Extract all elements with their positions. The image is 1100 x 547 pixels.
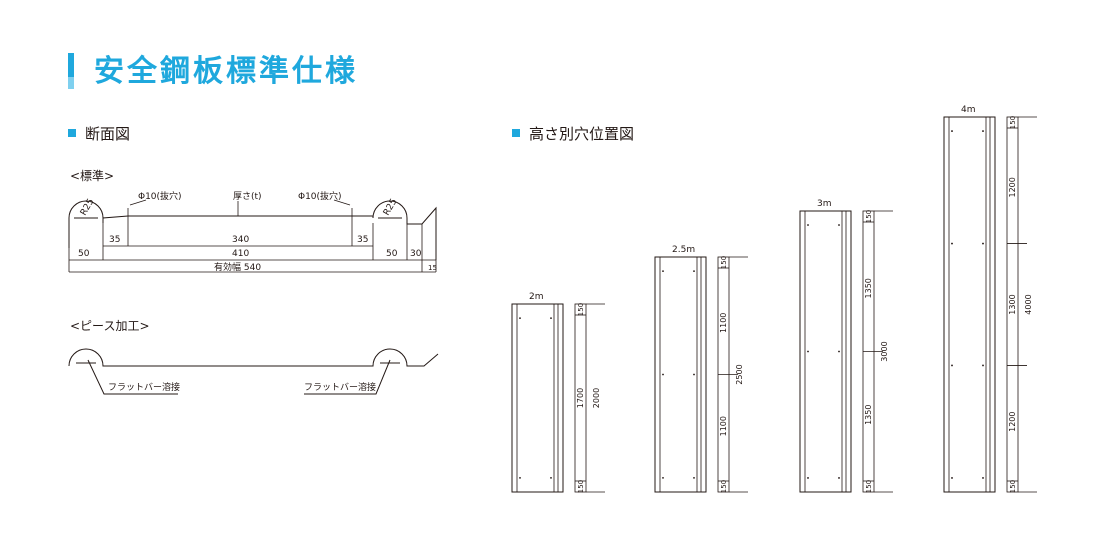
dimension-column bbox=[574, 303, 587, 493]
hole-label-right: Φ10(抜穴) bbox=[298, 190, 342, 202]
bottom-end-label: 150 bbox=[865, 480, 873, 493]
section-cross-section: 断面図 bbox=[68, 124, 130, 144]
standard-profile bbox=[68, 200, 437, 260]
panel-2000: 2m 150 150 1700 2000 bbox=[511, 292, 605, 493]
dim-30: 30 bbox=[410, 249, 422, 259]
total-height-label: 3000 bbox=[880, 341, 889, 361]
standard-label: <標準> bbox=[70, 169, 115, 183]
panel-height-label: 4m bbox=[961, 105, 976, 115]
hole-mark bbox=[662, 373, 664, 376]
hole-mark bbox=[550, 317, 552, 319]
page-title: 安全鋼板標準仕様 bbox=[94, 54, 358, 89]
hole-mark bbox=[662, 270, 664, 272]
panel-diagrams: 2m 150 150 1700 2000 2.5m 150 150 1100 1100 2500 3m… bbox=[511, 105, 1037, 493]
piece-label: <ピース加工> bbox=[70, 319, 150, 333]
bottom-end-label: 150 bbox=[1009, 480, 1017, 493]
hole-mark bbox=[807, 350, 809, 353]
hole-mark bbox=[519, 317, 521, 319]
hole-mark bbox=[838, 350, 840, 353]
dim-50-left: 50 bbox=[78, 249, 90, 259]
hole-mark bbox=[982, 364, 984, 367]
hole-label-left: Φ10(抜穴) bbox=[138, 190, 182, 202]
hole-mark bbox=[838, 224, 840, 226]
panel-3000: 3m 150 150 1350 1350 3000 bbox=[799, 199, 893, 493]
hole-mark bbox=[982, 130, 984, 132]
section-cross-section-label: 断面図 bbox=[85, 125, 131, 143]
hole-mark bbox=[951, 242, 953, 245]
panel-height-label: 2m bbox=[529, 292, 544, 302]
panel-outline bbox=[799, 210, 852, 493]
top-end-label: 150 bbox=[720, 256, 728, 269]
dim-35-left: 35 bbox=[109, 235, 120, 245]
dim-15: 15 bbox=[428, 264, 437, 272]
segment-label: 1100 bbox=[719, 313, 728, 333]
hole-mark bbox=[982, 242, 984, 245]
panel-outline bbox=[943, 116, 996, 493]
segment-label: 1100 bbox=[719, 416, 728, 436]
dim-340: 340 bbox=[232, 235, 249, 245]
panel-height-label: 2.5m bbox=[672, 245, 695, 255]
total-height-label: 2500 bbox=[735, 364, 744, 384]
hole-mark bbox=[693, 477, 695, 479]
top-end-label: 150 bbox=[1009, 116, 1017, 129]
weld-label-right: フラットバー溶接 bbox=[304, 381, 376, 393]
panel-4000: 4m 150 150 1200 1300 1200 4000 bbox=[943, 105, 1037, 493]
radius-label-left: R25 bbox=[79, 197, 97, 217]
panel-2500: 2.5m 150 150 1100 1100 2500 bbox=[654, 245, 748, 493]
thickness-label: 厚さ(t) bbox=[233, 191, 262, 202]
segment-label: 1300 bbox=[1008, 294, 1017, 314]
top-end-label: 150 bbox=[865, 210, 873, 223]
piece-profile bbox=[68, 348, 439, 395]
dim-50-right: 50 bbox=[386, 249, 398, 259]
total-height-label: 2000 bbox=[592, 388, 601, 408]
bottom-end-label: 150 bbox=[720, 480, 728, 493]
radius-label-right: R25 bbox=[382, 197, 400, 217]
title-accent-bar bbox=[68, 53, 74, 89]
hole-mark bbox=[693, 373, 695, 376]
dim-410: 410 bbox=[232, 249, 249, 259]
hole-mark bbox=[951, 130, 953, 132]
panel-height-label: 3m bbox=[817, 199, 832, 209]
segment-label: 1700 bbox=[576, 388, 585, 408]
segment-label: 1350 bbox=[864, 405, 873, 425]
bottom-end-label: 150 bbox=[577, 480, 585, 493]
square-bullet-icon bbox=[512, 129, 520, 137]
hole-mark bbox=[662, 477, 664, 479]
panel-outline bbox=[511, 303, 564, 493]
hole-mark bbox=[693, 270, 695, 272]
dim-35-right: 35 bbox=[357, 235, 368, 245]
segment-label: 1350 bbox=[864, 278, 873, 298]
section-hole-position-label: 高さ別穴位置図 bbox=[529, 125, 635, 143]
hole-mark bbox=[807, 477, 809, 479]
panel-outline bbox=[654, 256, 707, 493]
hole-mark bbox=[519, 477, 521, 479]
effective-width: 有効幅 540 bbox=[214, 261, 261, 273]
hole-mark bbox=[951, 477, 953, 479]
total-height-label: 4000 bbox=[1024, 294, 1033, 314]
segment-label: 1200 bbox=[1008, 412, 1017, 432]
section-hole-position: 高さ別穴位置図 bbox=[512, 124, 634, 144]
segment-label: 1200 bbox=[1008, 177, 1017, 197]
top-end-label: 150 bbox=[577, 303, 585, 316]
weld-label-left: フラットバー溶接 bbox=[108, 381, 180, 393]
dimension-column bbox=[1006, 116, 1019, 493]
hole-mark bbox=[807, 224, 809, 226]
square-bullet-icon bbox=[68, 129, 76, 137]
dimension-lines bbox=[68, 199, 437, 273]
hole-mark bbox=[982, 477, 984, 479]
hole-mark bbox=[951, 364, 953, 367]
hole-mark bbox=[550, 477, 552, 479]
hole-mark bbox=[838, 477, 840, 479]
